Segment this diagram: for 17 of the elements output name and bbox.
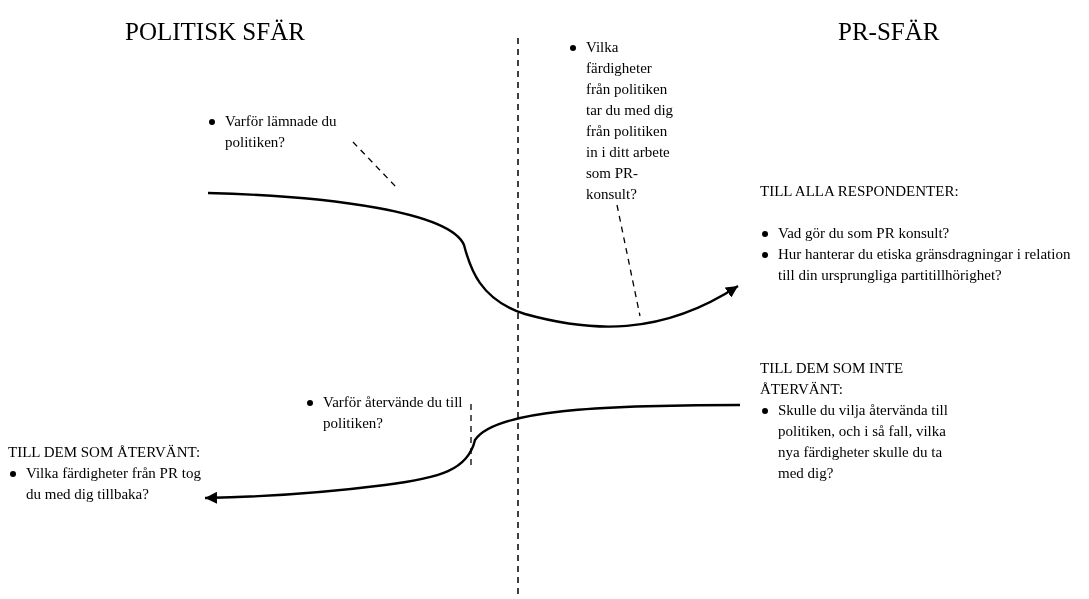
group-heading: TILL ALLA RESPONDENTER: [760,183,959,199]
leader-line [616,204,641,317]
question-text: Hur hanterar du etiska gränsdragningar i relation till din ursprungliga partitillhörighet? [778,246,1071,283]
question-text: Vad gör du som PR konsult? [778,225,950,241]
sphere-title: PR-SFÄR [838,18,940,46]
curved-arrow [204,403,740,504]
leader-line [470,403,472,467]
leader-line [352,141,398,189]
sphere-title: POLITISK SFÄR [125,18,305,46]
curved-arrow [207,191,739,328]
question-text: Varför lämnade du politiken? [225,113,337,150]
question-text: Varför återvände du till politiken? [323,394,463,431]
group-heading: TILL DEM SOM INTE ÅTERVÄNT: [760,360,904,397]
question-text: Skulle du vilja återvända till politiken, och i så fall, vilka nya färdigheter skulle du ta med dig? [778,402,948,481]
question-text: Vilka färdigheter från PR tog du med dig tillbaka? [26,465,201,502]
question-text: Vilka färdigheter från politiken tar du med dig från politiken in i ditt arbete som PR-konsult? [586,39,674,202]
group-heading: TILL DEM SOM ÅTERVÄNT: [8,444,201,460]
